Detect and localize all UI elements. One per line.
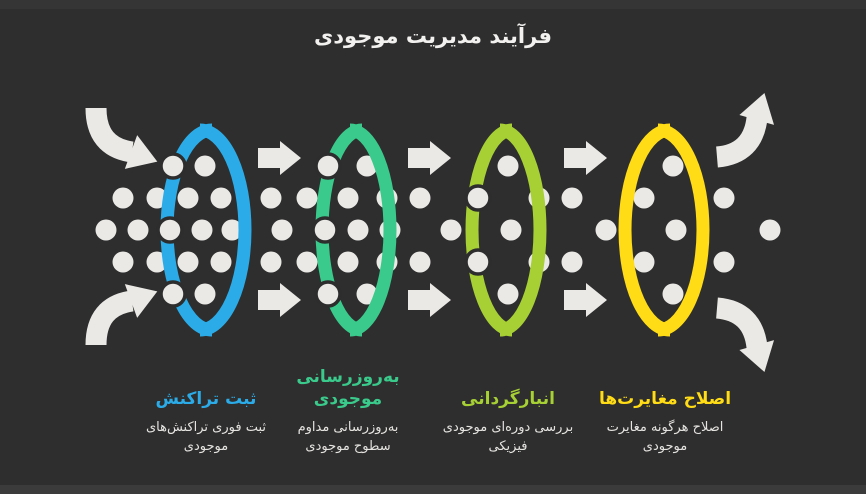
stage-title: انبارگردانی <box>461 388 555 409</box>
stage-ring-discrepancy-correction <box>618 123 710 337</box>
page-title: فرآیند مدیریت موجودی <box>314 24 552 48</box>
process-flow-diagram <box>85 93 781 372</box>
ring-back-arc <box>499 123 547 337</box>
bottom-edge-strip <box>0 485 866 494</box>
inflow-arrow-top-icon <box>85 107 158 169</box>
ring-front-arc <box>618 123 671 337</box>
stage-description: ثبت فوری تراکنش‌های موجودی <box>145 420 267 454</box>
dots-pattern <box>95 155 781 305</box>
flow-arrow-right-icon <box>564 141 607 175</box>
flow-arrow-right-icon <box>258 283 301 317</box>
stage-label-stocktaking: انبارگردانی بررسی دوره‌ای موجودی فیزیکی <box>413 358 603 457</box>
outflow-arrow-bottom-icon <box>715 297 775 372</box>
ring-back-arc <box>199 123 252 337</box>
flow-arrow-right-icon <box>258 141 301 175</box>
stage-label-discrepancy-correction: اصلاح مغایرت‌ها اصلاح هرگونه مغایرت موجو… <box>570 358 760 457</box>
stage-ring-stocktaking <box>465 123 547 337</box>
outflow-arrow-top-icon <box>715 93 775 168</box>
ring-back-arc <box>657 123 710 337</box>
top-edge-strip <box>0 0 866 9</box>
ring-back-arc <box>349 123 397 337</box>
stage-label-transaction-recording: ثبت تراکنش ثبت فوری تراکنش‌های موجودی <box>111 358 301 457</box>
flow-arrow-right-icon <box>564 283 607 317</box>
stage-title: اصلاح مغایرت‌ها <box>598 388 732 409</box>
ring-front-arc <box>465 123 513 337</box>
flow-arrows <box>258 141 607 317</box>
stage-description: به‌روزرسانی مداوم سطوح موجودی <box>297 420 399 454</box>
stage-description: اصلاح هرگونه مغایرت موجودی <box>606 420 724 454</box>
flow-arrow-right-icon <box>408 283 451 317</box>
stage-label-inventory-update: به‌روزرسانی موجودی به‌روزرسانی مداوم سطو… <box>253 358 443 457</box>
flow-arrow-right-icon <box>408 141 451 175</box>
stage-title: ثبت تراکنش <box>155 388 257 409</box>
inflow-arrow-bottom-icon <box>85 284 158 346</box>
stage-title: به‌روزرسانی موجودی <box>296 366 400 409</box>
stage-description: بررسی دوره‌ای موجودی فیزیکی <box>442 420 574 454</box>
